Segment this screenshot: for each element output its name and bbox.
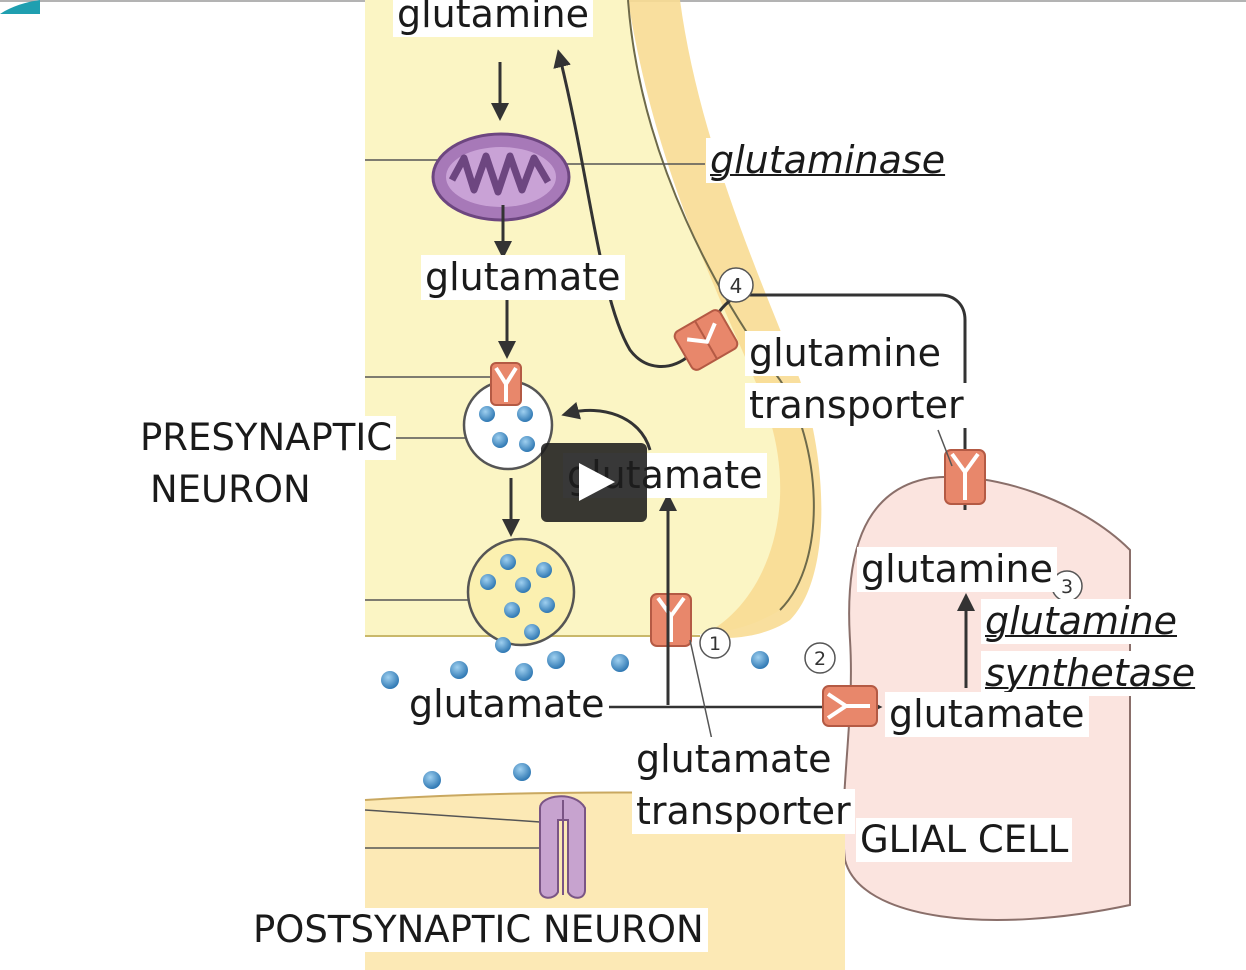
postsynaptic-receptor-icon — [539, 795, 586, 899]
vesicle-transporter-icon — [490, 362, 522, 406]
label-glutamine-synthetase-line2: synthetase — [981, 651, 1200, 696]
label-glutaminase: glutaminase — [706, 138, 950, 183]
label-glutamate-cleft: glutamate — [405, 682, 609, 727]
glial-glutamine-transporter-icon — [944, 449, 986, 505]
presynaptic-membrane — [628, 0, 822, 639]
full-vesicle-icon — [466, 537, 576, 653]
label-glutamate-glial: glutamate — [885, 692, 1089, 737]
step-marker-1: 1 — [699, 627, 731, 659]
step-marker-2: 2 — [804, 642, 836, 674]
label-presynaptic: PRESYNAPTIC — [136, 416, 397, 460]
glutamine-return-path — [553, 49, 967, 510]
step-number: 3 — [1061, 576, 1073, 598]
presynaptic-glutamate-transporter-icon — [650, 593, 692, 647]
label-glutamine-glial: glutamine — [857, 547, 1057, 592]
label-glial-cell: GLIAL CELL — [856, 818, 1073, 862]
label-glutamate-transporter-line1: glutamate — [632, 737, 836, 782]
video-play-button[interactable] — [541, 443, 647, 522]
label-glutamate-upper: glutamate — [421, 255, 625, 300]
label-glutamine-transporter-line1: glutamine — [745, 331, 945, 376]
label-glutamine-top: glutamine — [393, 0, 593, 37]
mitochondrion-icon — [431, 132, 571, 222]
arrow-reuptake-to-vesicle — [561, 401, 652, 451]
leader-glutamine-transporter — [937, 429, 953, 467]
label-postsynaptic-neuron: POSTSYNAPTIC NEURON — [249, 908, 708, 952]
step-marker-4: 4 — [718, 267, 754, 303]
label-glutamate-transporter-line2: transporter — [632, 789, 855, 834]
step-number: 1 — [709, 633, 721, 655]
glutamine-transporter-icon — [673, 309, 739, 371]
glial-glutamate-transporter-icon — [822, 685, 878, 727]
postsynaptic-leader-1 — [364, 809, 541, 823]
label-neuron: NEURON — [146, 468, 315, 512]
corner-accent — [0, 0, 40, 14]
step-number: 2 — [814, 648, 826, 670]
step-number: 4 — [730, 274, 743, 298]
label-glutamine-transporter-line2: transporter — [745, 383, 968, 428]
play-icon — [579, 463, 615, 501]
leader-glutamate-transporter — [689, 639, 713, 741]
cleft-glutamate-dots — [381, 651, 769, 789]
label-glutamine-synthetase-line1: glutamine — [981, 599, 1181, 644]
